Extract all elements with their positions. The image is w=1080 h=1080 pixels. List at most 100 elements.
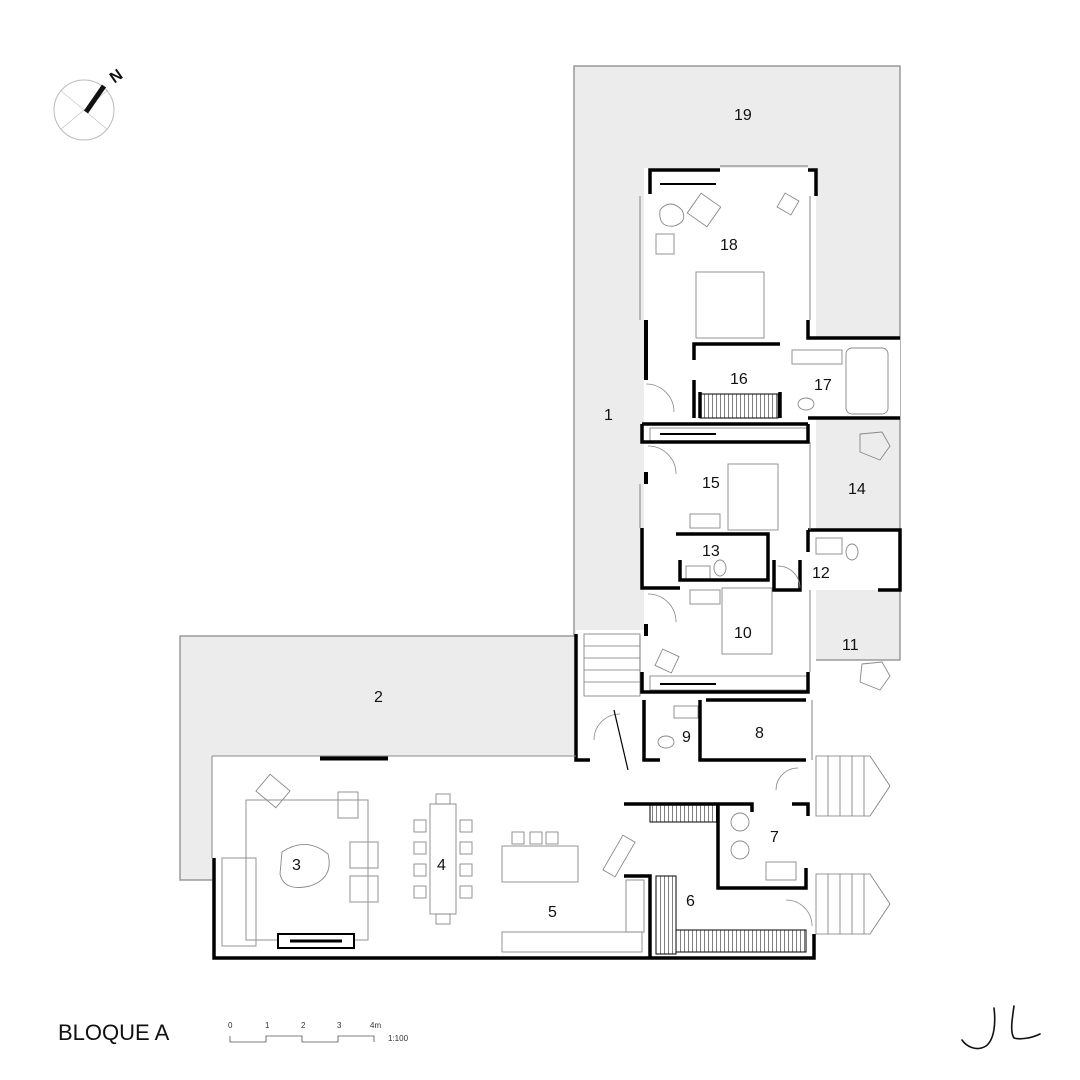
room-label-19: 19 (734, 107, 752, 124)
wall-west-upper (648, 168, 720, 194)
signature (961, 1005, 1041, 1050)
door-swing (777, 565, 801, 589)
wall-7 (716, 802, 808, 890)
signature-stroke (1010, 1005, 1041, 1040)
room-label-11: 11 (842, 637, 859, 654)
stool (511, 831, 525, 845)
toilet-9 (657, 735, 675, 749)
stair-east-lower (815, 873, 891, 935)
wall-south-10 (640, 672, 810, 694)
washer (730, 812, 750, 832)
rug (659, 203, 685, 227)
vanity-9 (673, 705, 699, 719)
wall-9 (642, 698, 806, 762)
toilet-13 (713, 559, 727, 577)
scale-bar: 0 1 2 3 4m 1:100 (228, 1021, 409, 1043)
dining-chair (413, 841, 427, 855)
doors (593, 383, 813, 927)
room-label-14: 14 (848, 481, 866, 498)
compass: N (53, 67, 126, 141)
room-label-5: 5 (548, 904, 557, 921)
room-label-12: 12 (812, 565, 830, 582)
interior-footprint (212, 168, 900, 960)
vanity-12 (815, 537, 843, 555)
dining-chair (459, 841, 473, 855)
compass-north-label: N (107, 67, 126, 88)
wall-corridor-north (640, 422, 810, 444)
stairs-floor (816, 756, 890, 932)
toilet (797, 397, 815, 411)
compass-circle (53, 79, 115, 141)
lounge-chair-14 (859, 431, 891, 461)
door-swing (647, 445, 677, 475)
compass-axis-b (59, 89, 109, 131)
room-label-17: 17 (814, 377, 832, 394)
stool (545, 831, 559, 845)
wall-12 (806, 528, 902, 592)
wall-16 (692, 342, 780, 418)
stair-east-lower-outline (815, 873, 891, 935)
compass-needle (83, 84, 107, 114)
glazing (639, 165, 813, 760)
walls (211, 168, 902, 960)
wall-kitchen-east (624, 802, 718, 958)
scale-bar-line (229, 1035, 375, 1043)
dining-chair (413, 885, 427, 899)
door-leaf (613, 709, 629, 771)
room-label-10: 10 (734, 625, 752, 642)
stair-east-upper (815, 755, 891, 817)
wall-17 (806, 320, 900, 420)
bed-15 (727, 463, 779, 531)
room-label-3: 3 (292, 857, 301, 874)
fridge (625, 879, 645, 933)
stair-east-upper-outline (815, 755, 891, 817)
dining-chair (459, 863, 473, 877)
wall-living-west (212, 858, 654, 960)
desk-10 (689, 589, 721, 605)
dining-chair (435, 793, 451, 805)
scale-tick-3: 3 (337, 1021, 342, 1030)
dryer (730, 840, 750, 860)
storage-shelves-6b (675, 929, 807, 953)
kitchen-island (501, 845, 579, 883)
wall-16-inner (698, 392, 782, 418)
wall-living-south (654, 934, 816, 960)
interior-stair (602, 834, 636, 878)
dining-chair (413, 863, 427, 877)
room-label-9: 9 (682, 729, 691, 746)
scale-tick-2: 2 (301, 1021, 306, 1030)
desk-chair (655, 233, 675, 255)
wall-13 (640, 528, 802, 592)
bed-10 (721, 587, 773, 655)
desk-15 (689, 513, 721, 529)
storage-shelves-6c (649, 803, 719, 823)
wall-entry (574, 634, 590, 762)
wall-north-east (808, 168, 818, 196)
room-8-floor (700, 700, 816, 760)
room-labels: 1 2 3 4 5 6 7 8 9 10 11 12 13 14 15 16 1… (292, 107, 866, 921)
armchair-10 (654, 648, 680, 674)
lounge-chair-11 (859, 661, 891, 691)
dining-chairs (413, 793, 473, 925)
sofa (221, 857, 257, 947)
kitchen-counter (501, 931, 643, 953)
laundry-sink (765, 861, 797, 881)
room-label-6: 6 (686, 893, 695, 910)
storage-shelves-6 (655, 875, 677, 955)
armchair (686, 192, 722, 228)
scale-tick-4: 4m (370, 1021, 381, 1030)
room-label-1: 1 (604, 407, 613, 424)
room-label-8: 8 (755, 725, 764, 742)
lounge-armchair (255, 773, 291, 809)
bathtub (845, 347, 889, 415)
dining-chair (459, 819, 473, 833)
bed (695, 271, 765, 339)
entry-floor (576, 630, 646, 760)
door-swing (775, 767, 799, 791)
bath-17-floor (780, 338, 900, 418)
door-swing (785, 899, 813, 927)
furniture (221, 192, 891, 955)
plan-title: BLOQUE A (58, 1020, 170, 1045)
toilet-12 (845, 543, 859, 561)
